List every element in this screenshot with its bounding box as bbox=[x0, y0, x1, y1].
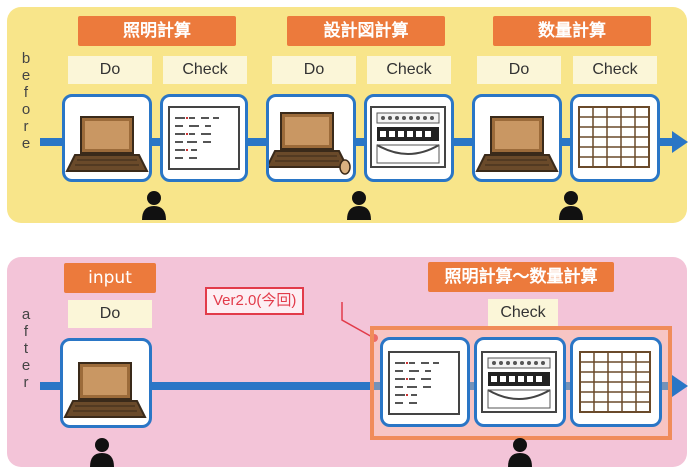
before-arrowhead-icon bbox=[672, 131, 688, 153]
mouse-icon bbox=[339, 159, 351, 175]
side-letter: o bbox=[21, 101, 31, 118]
stage2-do-label: Do bbox=[272, 56, 356, 84]
laptop-icon bbox=[66, 116, 148, 172]
input-title: input bbox=[64, 263, 156, 293]
person-icon bbox=[90, 438, 114, 467]
after-side-label: a f t e r bbox=[18, 306, 34, 391]
combined-title: 照明計算〜数量計算 bbox=[428, 262, 614, 292]
document-icon bbox=[388, 351, 460, 415]
blueprint-icon bbox=[481, 351, 557, 413]
after-flow-arrow bbox=[40, 382, 674, 390]
combined-check-label: Check bbox=[488, 299, 558, 327]
person-icon bbox=[559, 191, 583, 220]
side-letter: e bbox=[21, 357, 31, 374]
side-letter: f bbox=[23, 84, 29, 101]
stage2-check-card bbox=[364, 94, 454, 182]
side-letter: e bbox=[21, 135, 31, 152]
stage1-check-label: Check bbox=[163, 56, 247, 84]
combined-check-blueprint-card bbox=[474, 337, 566, 427]
stage1-do-label: Do bbox=[68, 56, 152, 84]
before-side-label: b e f o r e bbox=[18, 50, 34, 152]
spreadsheet-icon bbox=[579, 351, 651, 413]
side-letter: r bbox=[23, 118, 29, 135]
stage3-do-card bbox=[472, 94, 562, 182]
side-letter: r bbox=[23, 374, 29, 391]
stage-title-quantity: 数量計算 bbox=[493, 16, 651, 46]
stage3-check-card bbox=[570, 94, 660, 182]
laptop-icon bbox=[64, 362, 146, 418]
person-icon bbox=[347, 191, 371, 220]
blueprint-icon bbox=[370, 106, 446, 168]
stage2-check-label: Check bbox=[367, 56, 451, 84]
stage3-check-label: Check bbox=[573, 56, 657, 84]
person-icon bbox=[142, 191, 166, 220]
side-letter: e bbox=[21, 67, 31, 84]
version-label: Ver2.0(今回) bbox=[205, 287, 305, 315]
side-letter: b bbox=[21, 50, 31, 67]
side-letter: f bbox=[23, 323, 29, 340]
stage2-do-card bbox=[266, 94, 356, 182]
before-flow-arrow bbox=[40, 138, 674, 146]
side-letter: t bbox=[23, 340, 29, 357]
laptop-icon bbox=[476, 116, 558, 172]
stage3-do-label: Do bbox=[477, 56, 561, 84]
after-arrowhead-icon bbox=[672, 375, 688, 397]
stage-title-lighting: 照明計算 bbox=[78, 16, 236, 46]
combined-check-lighting-card bbox=[380, 337, 470, 427]
input-do-label: Do bbox=[68, 300, 152, 328]
input-do-card bbox=[60, 338, 152, 428]
stage-title-blueprint: 設計図計算 bbox=[287, 16, 445, 46]
laptop-icon bbox=[269, 112, 351, 175]
stage1-check-card bbox=[160, 94, 248, 182]
combined-check-quantity-card bbox=[570, 337, 662, 427]
document-icon bbox=[168, 106, 240, 170]
spreadsheet-icon bbox=[578, 106, 650, 168]
stage1-do-card bbox=[62, 94, 152, 182]
person-icon bbox=[508, 438, 532, 467]
side-letter: a bbox=[21, 306, 31, 323]
